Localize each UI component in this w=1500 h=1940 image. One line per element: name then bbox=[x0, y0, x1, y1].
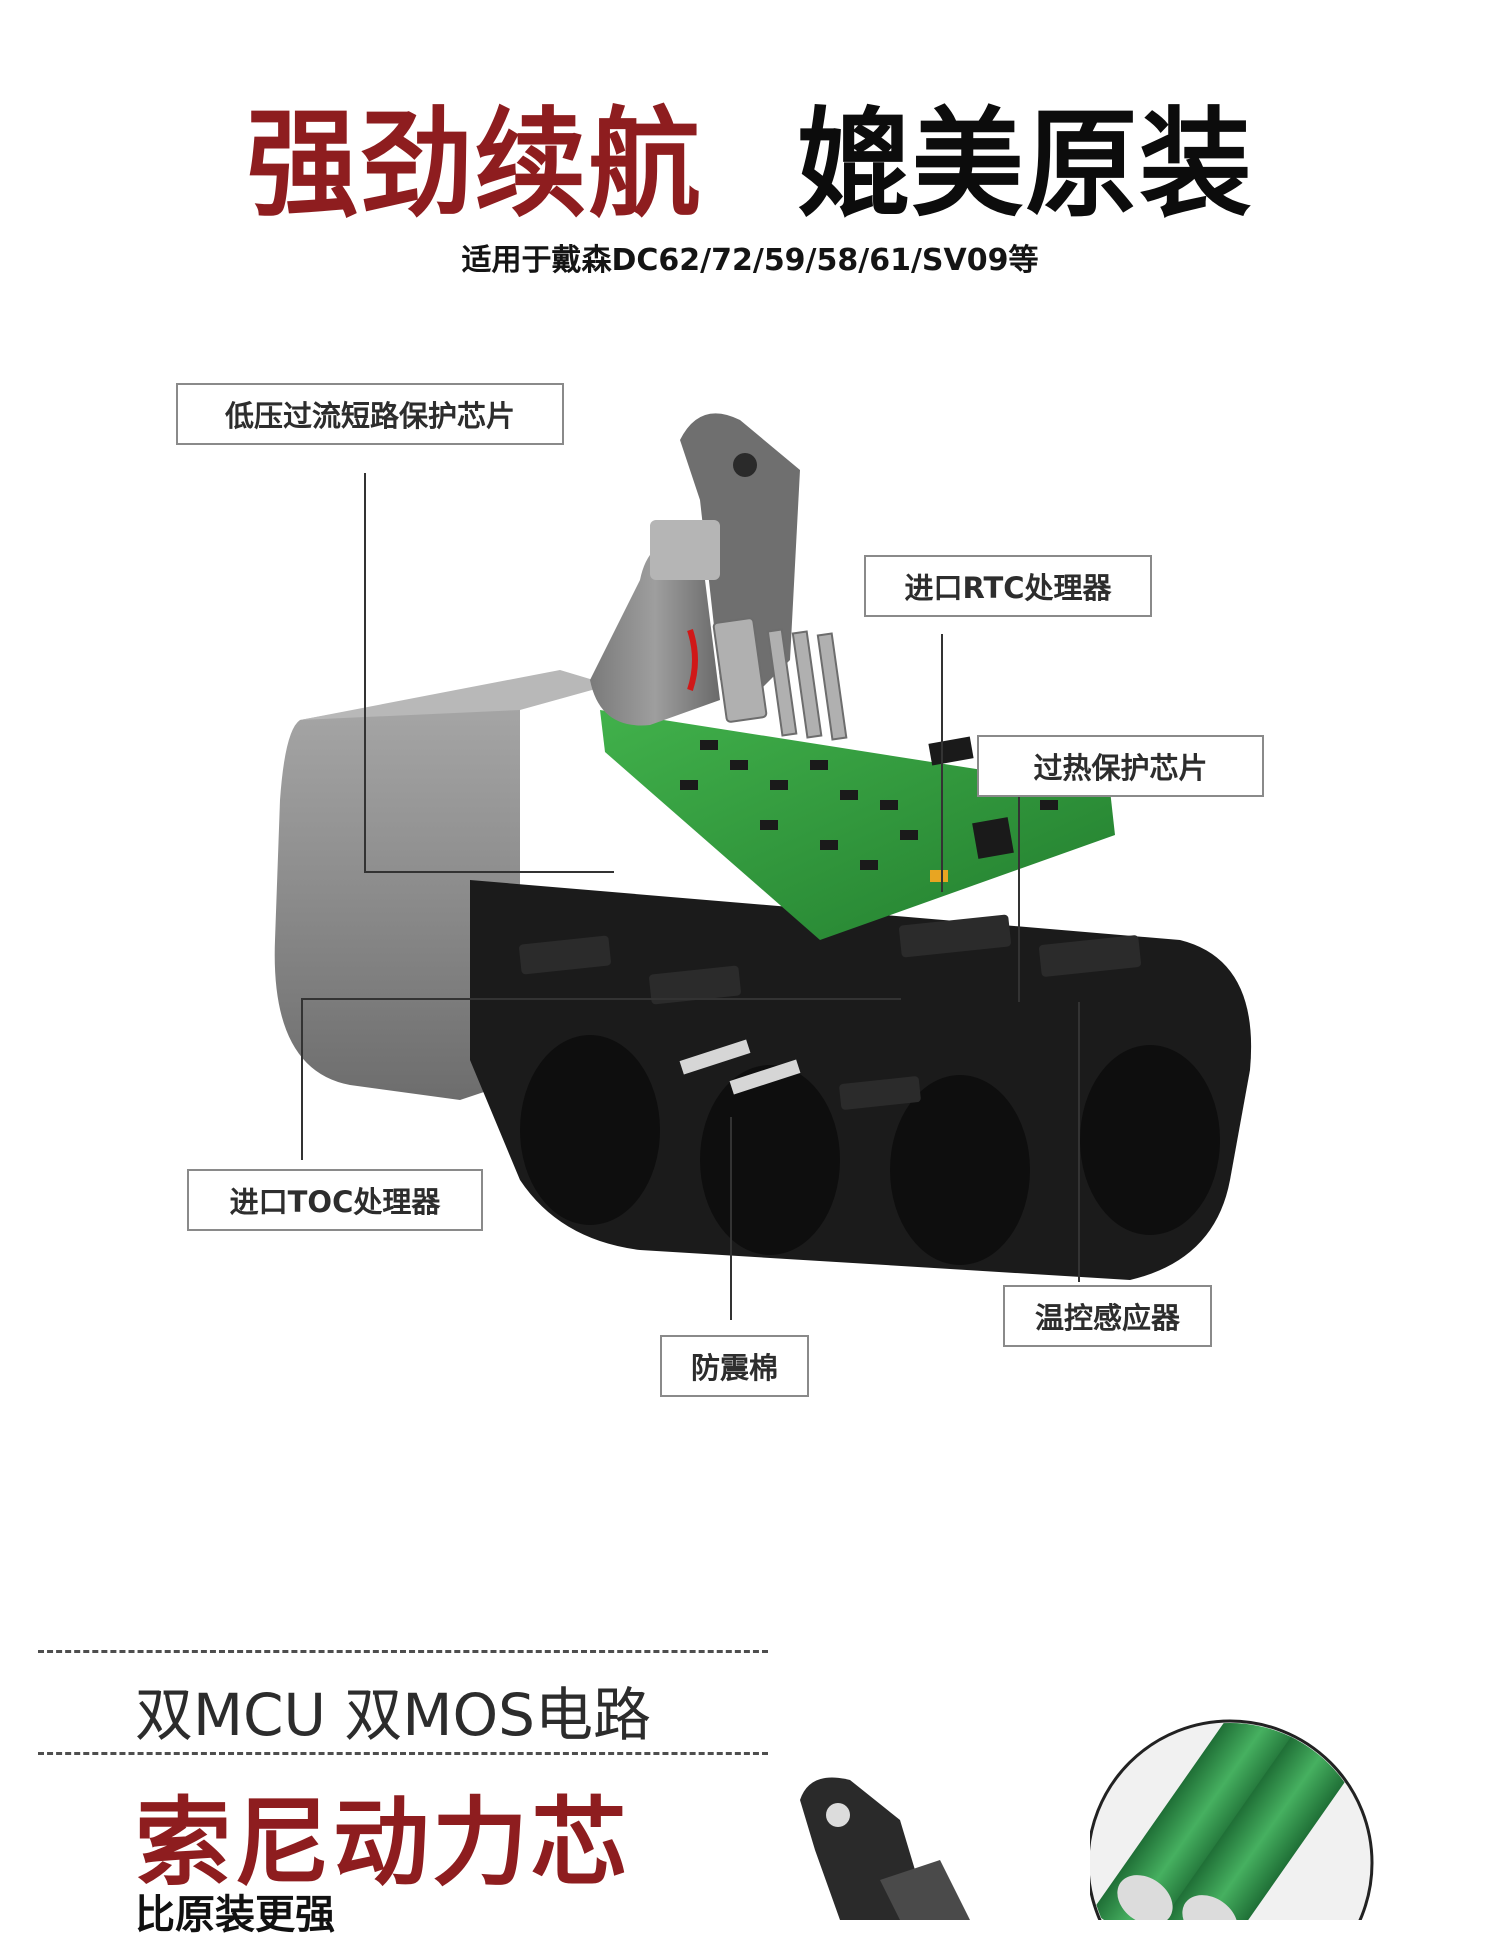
feature-title: 索尼动力芯 bbox=[135, 1787, 630, 1899]
callout-shock-foam: 防震棉 bbox=[660, 1335, 809, 1397]
leader-low-voltage-h bbox=[364, 871, 614, 873]
headline: 强劲续航 媲美原装 bbox=[0, 95, 1500, 235]
feature-tagline: 比原装更强 bbox=[135, 1892, 335, 1938]
leader-shock-foam bbox=[730, 1117, 732, 1320]
callout-low-voltage: 低压过流短路保护芯片 bbox=[176, 383, 564, 445]
battery-pack-illustration bbox=[274, 413, 1252, 1280]
callout-overheat: 过热保护芯片 bbox=[977, 735, 1264, 797]
leader-toc-h bbox=[301, 998, 901, 1000]
leader-temp-sensor bbox=[1078, 1002, 1080, 1282]
headline-black: 媲美原装 bbox=[797, 96, 1254, 234]
callout-temp-sensor: 温控感应器 bbox=[1003, 1285, 1212, 1347]
dashed-divider-bottom bbox=[38, 1752, 768, 1755]
callout-rtc: 进口RTC处理器 bbox=[864, 555, 1152, 617]
leader-rtc bbox=[941, 634, 943, 892]
cell-magnifier-illustration bbox=[1090, 1719, 1374, 1920]
feature-mcu-line: 双MCU 双MOS电路 bbox=[135, 1681, 651, 1749]
headline-red: 强劲续航 bbox=[246, 96, 703, 234]
leader-overheat bbox=[1018, 797, 1020, 1002]
leader-toc bbox=[301, 998, 303, 1160]
battery-clip-illustration bbox=[800, 1777, 970, 1920]
dashed-divider-top bbox=[38, 1650, 768, 1653]
leader-low-voltage bbox=[364, 473, 366, 873]
subtitle: 适用于戴森DC62/72/59/58/61/SV09等 bbox=[461, 243, 1039, 278]
callout-toc: 进口TOC处理器 bbox=[187, 1169, 483, 1231]
